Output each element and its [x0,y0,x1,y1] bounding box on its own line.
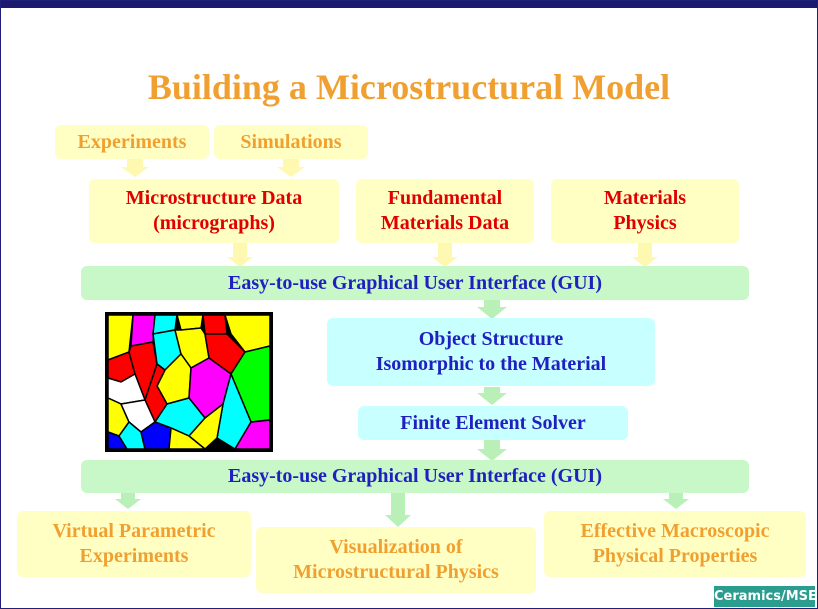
arrow-gui-to-effective [663,492,689,509]
microstructure-data-label-2: (micrographs) [153,212,275,234]
arrow-micro-to-gui [227,243,253,267]
fundamental-label-2: Materials Data [380,212,510,234]
solver-label: Finite Element Solver [400,411,586,434]
slide-title: Building a Microstructural Model [147,67,671,107]
arrow-experiments-down [121,159,149,177]
gui-bottom-box: Easy-to-use Graphical User Interface (GU… [81,460,749,493]
effective-label-1: Effective Macroscopic [580,520,770,542]
arrow-physics-to-gui [632,243,658,267]
arrow-gui-to-virtual [115,492,141,509]
arrow-simulations-down [277,159,305,177]
visualization-box: Visualization of Microstructural Physics [256,527,536,593]
visualization-label-1: Visualization of [329,536,463,558]
arrow-fundamental-to-gui [432,243,458,267]
simulations-box: Simulations [214,125,368,159]
object-structure-box: Object Structure Isomorphic to the Mater… [327,318,655,386]
physics-label-1: Materials [603,187,687,209]
virtual-label-1: Virtual Parametric [52,520,216,542]
fundamental-materials-data-box: Fundamental Materials Data [356,179,534,243]
arrow-object-to-solver [477,387,507,405]
microstructure-data-box: Microstructure Data (micrographs) [89,179,339,243]
effective-properties-box: Effective Macroscopic Physical Propertie… [544,511,806,577]
virtual-parametric-experiments-box: Virtual Parametric Experiments [17,511,251,577]
arrow-gui-to-object [477,299,507,319]
gui-top-box: Easy-to-use Graphical User Interface (GU… [81,266,749,300]
finite-element-solver-box: Finite Element Solver [358,406,628,440]
arrow-gui-to-visualization [385,492,411,527]
experiments-box: Experiments [55,125,209,159]
virtual-label-2: Experiments [79,545,189,567]
top-border-bar [1,1,817,8]
microstructure-data-label-1: Microstructure Data [125,187,303,209]
fundamental-label-1: Fundamental [387,187,503,209]
physics-label-2: Physics [613,212,677,234]
object-structure-label-2: Isomorphic to the Material [375,353,607,375]
gui-bottom-label: Easy-to-use Graphical User Interface (GU… [227,465,602,487]
visualization-label-2: Microstructural Physics [293,561,499,583]
gui-top-label: Easy-to-use Graphical User Interface (GU… [227,271,602,294]
simulations-label: Simulations [240,130,342,153]
ceramics-msel-badge: Ceramics/MSEL [714,586,817,607]
effective-label-2: Physical Properties [592,545,758,567]
microstructure-image [105,312,273,452]
experiments-label: Experiments [77,130,187,153]
object-structure-label-1: Object Structure [418,328,564,350]
materials-physics-box: Materials Physics [551,179,739,243]
arrow-solver-to-gui [477,439,507,461]
